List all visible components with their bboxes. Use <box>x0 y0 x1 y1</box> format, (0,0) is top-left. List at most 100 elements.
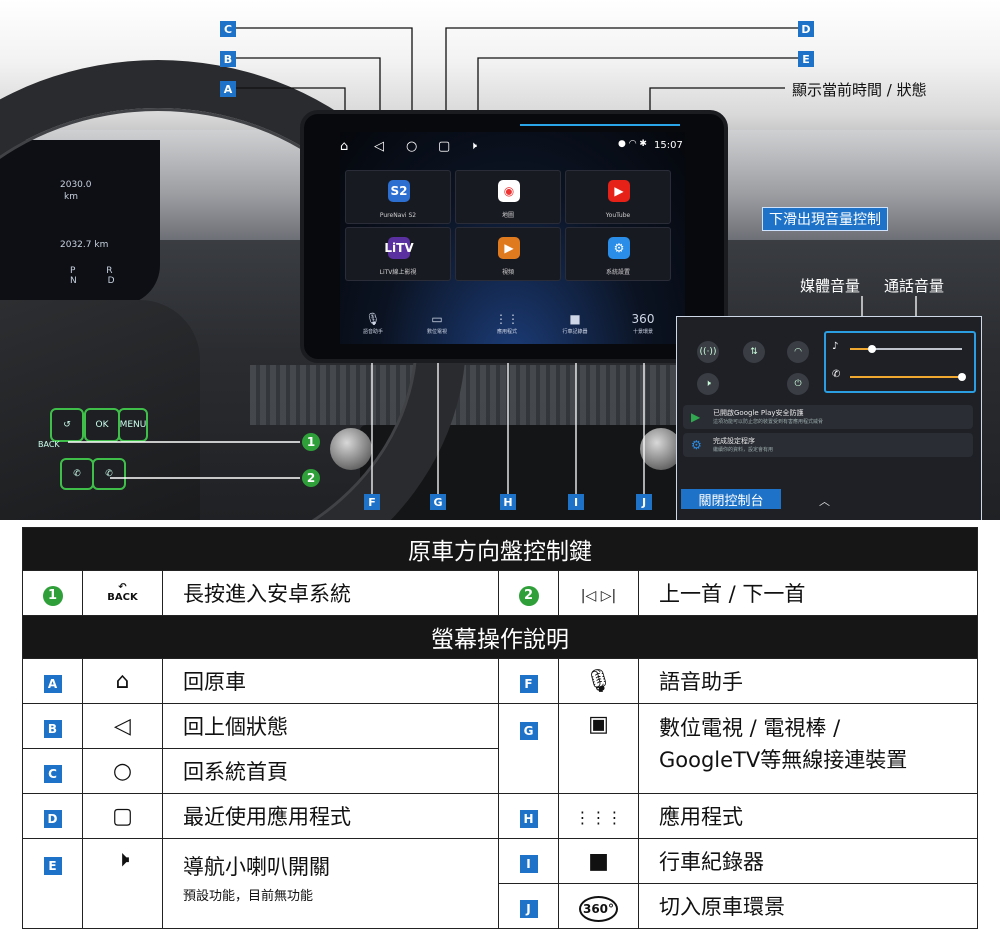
prev-next-glyph: |◁ ▷| <box>580 588 617 604</box>
settings-gear-icon: ⚙ <box>608 237 630 259</box>
dock-label: 十景環景 <box>632 329 653 335</box>
phone-icon: ✆ <box>832 369 841 380</box>
row-key: D <box>43 810 62 828</box>
app-tile[interactable]: ⚙系統設置 <box>565 227 671 281</box>
call-volume-fill <box>850 376 962 378</box>
dock-label: 語音助手 <box>362 329 383 335</box>
circle-home-icon[interactable]: ○ <box>406 139 418 154</box>
callout-swipe-down: 下滑出現音量控制 <box>762 207 888 231</box>
microphone-icon: 🎙 <box>584 668 613 694</box>
back-icon-label: BACK <box>107 592 138 603</box>
row-desc: 長按進入安卓系統 <box>162 570 499 616</box>
label-j: J <box>636 494 652 510</box>
row-key: B <box>43 720 62 738</box>
hotspot-icon[interactable]: ((·)) <box>697 341 719 363</box>
settings-gear-icon: ⚙ <box>691 438 702 452</box>
speaker-icon[interactable]: 🕨 <box>470 139 477 152</box>
steering-back-button[interactable]: ↺ <box>50 408 84 442</box>
table-row: E 🕨 導航小喇叭開關 預設功能，目前無功能 I ■ 行車紀錄器 <box>22 838 978 929</box>
recent-apps-icon: ▢ <box>112 803 133 829</box>
bottom-dock: 🎙語音助手 ▭ 數位電視 ⋮⋮應用程式 ■行車記錄器 360 十景環景 <box>340 310 685 344</box>
back-arrow-icon: ↺ <box>63 420 71 430</box>
status-time: 15:07 <box>654 140 683 151</box>
recent-apps-icon[interactable]: ▢ <box>438 139 451 154</box>
apps-grid-icon: ⋮⋮⋮ <box>574 808 623 827</box>
hangup-icon: ✆ <box>105 469 113 479</box>
app-tile[interactable]: ▶ YouTube <box>565 170 671 224</box>
row-key: I <box>519 855 538 873</box>
media-volume-track <box>872 348 962 350</box>
circle-home-icon: ○ <box>112 758 133 784</box>
android-nav-bar: ⌂ ◁ ○ ▢ 🕨 ● ◠ ✱ 15:07 <box>340 135 685 161</box>
music-note-icon: ♪ <box>832 341 839 352</box>
dock-label: 應用程式 <box>496 329 517 335</box>
dock-item[interactable]: ▭ 數位電視 <box>412 312 462 335</box>
steering-ok-button[interactable]: OK <box>84 408 120 442</box>
right-knob <box>640 428 682 470</box>
steering-next-button[interactable]: ✆ <box>92 458 126 490</box>
google-play-icon: ▶ <box>691 410 701 424</box>
notification-setup[interactable]: ⚙ 完成設定程序 繼續你的資料，設定會有用 <box>683 433 973 457</box>
status-icons: ● ◠ ✱ <box>618 139 647 149</box>
section-title-screen: 螢幕操作說明 <box>22 615 978 659</box>
row-desc: 回原車 <box>162 658 499 704</box>
steering-menu-button[interactable]: MENU <box>118 408 148 442</box>
view-360-icon: 360° <box>578 896 619 922</box>
litv-icon: LiTV <box>384 237 414 259</box>
phone-icon: ✆ <box>73 469 81 479</box>
notification-play-protect[interactable]: ▶ 已開啟Google Play安全防護 這項功能可以防止您的裝置受到有害應用程… <box>683 405 973 429</box>
home-icon: ⌂ <box>115 668 130 694</box>
tv-icon: ▭ <box>431 312 443 326</box>
dashcam-icon: ■ <box>569 312 581 326</box>
label-f: F <box>364 494 380 510</box>
app-label: LiTV線上影視 <box>379 269 417 276</box>
prev-next-icon: |◁ ▷| <box>558 570 639 616</box>
app-tile[interactable]: LiTV LiTV線上影視 <box>345 227 451 281</box>
label-d: D <box>798 21 814 37</box>
row-key: A <box>43 675 62 693</box>
volume-controls: ♪ ✆ <box>824 331 976 393</box>
table-row: 1 ↶BACK 長按進入安卓系統 2 |◁ ▷| 上一首 / 下一首 <box>22 570 978 616</box>
table-row: C ○ 回系統首頁 <box>22 748 978 794</box>
dock-label: 數位電視 <box>426 329 447 335</box>
close-control-center-button[interactable]: 關閉控制台 <box>681 489 781 509</box>
steering-spoke: ↺ BACK OK MENU ✆ ✆ <box>0 300 200 520</box>
back-triangle-icon[interactable]: ◁ <box>374 139 384 154</box>
label-g: G <box>430 494 446 510</box>
row-key: H <box>519 810 538 828</box>
data-transfer-icon[interactable]: ⇅ <box>743 341 765 363</box>
mute-icon[interactable]: 🕨 <box>697 373 719 395</box>
view-360-icon: 360 <box>631 312 655 326</box>
media-volume-slider[interactable] <box>868 345 877 353</box>
row-desc: 導航小喇叭開關 <box>183 855 330 879</box>
app-tile[interactable]: ◉ 地圖 <box>455 170 561 224</box>
google-maps-icon: ◉ <box>498 180 520 202</box>
dock-item[interactable]: ■行車記錄器 <box>550 312 600 335</box>
youtube-icon: ▶ <box>608 180 630 202</box>
steering-menu-label: MENU <box>119 420 147 430</box>
home-icon[interactable]: ⌂ <box>340 139 349 154</box>
call-volume-slider[interactable] <box>958 373 966 381</box>
row-desc: 上一首 / 下一首 <box>638 570 978 616</box>
app-tile[interactable]: ▶視頻 <box>455 227 561 281</box>
dock-item[interactable]: ⋮⋮應用程式 <box>482 312 532 335</box>
label-1: 1 <box>302 433 320 451</box>
dock-item[interactable]: 360 十景環景 <box>618 312 668 335</box>
control-center-panel: ((·)) ⇅ ◠ 🕨 ⏻ ♪ ✆ ▶ 已開啟Google Play安全防護 這… <box>676 316 982 520</box>
row-desc-line2: GoogleTV等無線接連裝置 <box>659 748 908 772</box>
table-row: J 360° 切入原車環景 <box>23 883 978 929</box>
row-desc: 應用程式 <box>638 793 978 839</box>
chevron-up-icon[interactable]: ︿ <box>819 495 830 508</box>
row-key: F <box>519 675 538 693</box>
power-icon[interactable]: ⏻ <box>787 373 809 395</box>
wifi-icon[interactable]: ◠ <box>787 341 809 363</box>
app-label: 地圖 <box>501 212 514 219</box>
row-desc: 回上個狀態 <box>162 703 499 749</box>
dock-item[interactable]: 🎙語音助手 <box>348 312 398 335</box>
app-label: YouTube <box>605 212 631 219</box>
section-title-steering: 原車方向盤控制鍵 <box>22 527 978 571</box>
callout-time-status: 顯示當前時間 / 狀態 <box>792 81 927 99</box>
label-2: 2 <box>302 469 320 487</box>
row-key: 1 <box>42 586 63 606</box>
